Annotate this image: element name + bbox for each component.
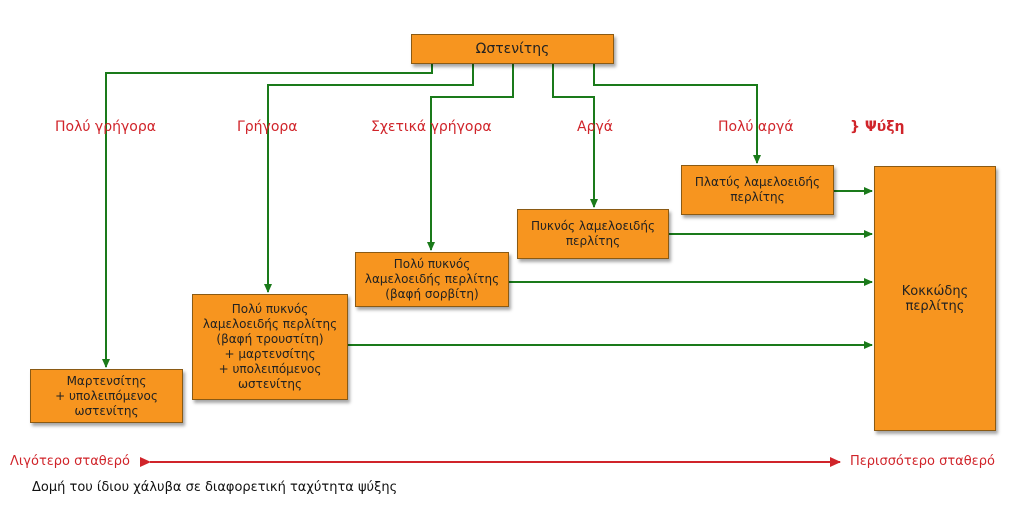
speed-relatively-fast-label: Σχετικά γρήγορα <box>371 119 492 135</box>
more-stable-label: Περισσότερο σταθερό <box>850 454 995 469</box>
coarse-pearlite-box: Πλατύς λαμελοειδής περλίτης <box>681 165 834 215</box>
arrow-to-very-dense-pearlite <box>427 64 514 251</box>
speed-very-fast-label: Πολύ γρήγορα <box>55 119 156 135</box>
dense-pearlite-box: Πυκνός λαμελοειδής περλίτης <box>517 209 669 259</box>
arrow-to-coarse-pearlite <box>593 64 761 164</box>
arrow-to-troostite-mix <box>264 64 474 293</box>
very-dense-pearlite-box: Πολύ πυκνός λαμελοειδής περλίτης (βαφή σ… <box>355 252 509 307</box>
granular-pearlite-box: Κοκκώδης περλίτης <box>874 166 996 431</box>
less-stable-label: Λιγότερο σταθερό <box>10 454 130 469</box>
martensite-mix-box: Μαρτενσίτης + υπολειπόμενος ωστενίτης <box>30 369 183 423</box>
cooling-label: } Ψύξη <box>850 119 905 135</box>
figure-caption: Δομή του ίδιου χάλυβα σε διαφορετική ταχ… <box>32 480 398 495</box>
troostite-mix-box: Πολύ πυκνός λαμελοειδής περλίτης (βαφή τ… <box>192 294 348 400</box>
arrow-to-martensite <box>102 64 433 368</box>
speed-fast-label: Γρήγορα <box>237 119 298 135</box>
speed-very-slow-label: Πολύ αργά <box>718 119 794 135</box>
arrow-to-dense-pearlite <box>552 64 598 208</box>
speed-slow-label: Αργά <box>577 119 613 135</box>
austenite-box: Ωστενίτης <box>411 34 614 64</box>
